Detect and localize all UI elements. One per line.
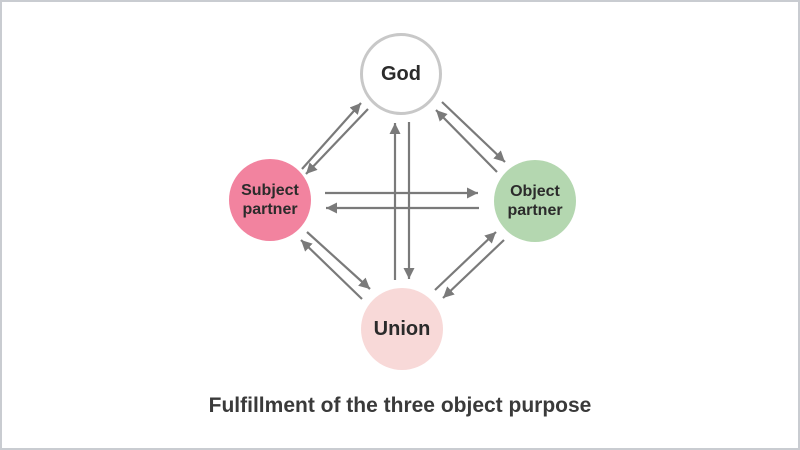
node-object-partner: Object partner (494, 160, 576, 242)
node-subject-partner: Subject partner (229, 159, 311, 241)
caption: Fulfillment of the three object purpose (208, 394, 592, 417)
arrow-god-to-object (441, 101, 506, 163)
arrow-god-to-subject (305, 108, 369, 175)
arrow-object-to-union (442, 239, 505, 299)
arrow-union-to-subject (300, 239, 363, 300)
node-union-label: Union (373, 318, 431, 340)
node-union: Union (361, 288, 443, 370)
node-god: God (360, 33, 442, 115)
arrow-subject-to-god (301, 102, 362, 170)
arrow-union-to-object (434, 231, 497, 291)
arrow-object-to-god (435, 109, 498, 173)
node-god-label: God (381, 63, 421, 85)
node-object-partner-label: Object partner (507, 182, 563, 219)
node-subject-partner-label: Subject partner (241, 181, 299, 218)
arrow-subject-to-union (306, 231, 371, 290)
